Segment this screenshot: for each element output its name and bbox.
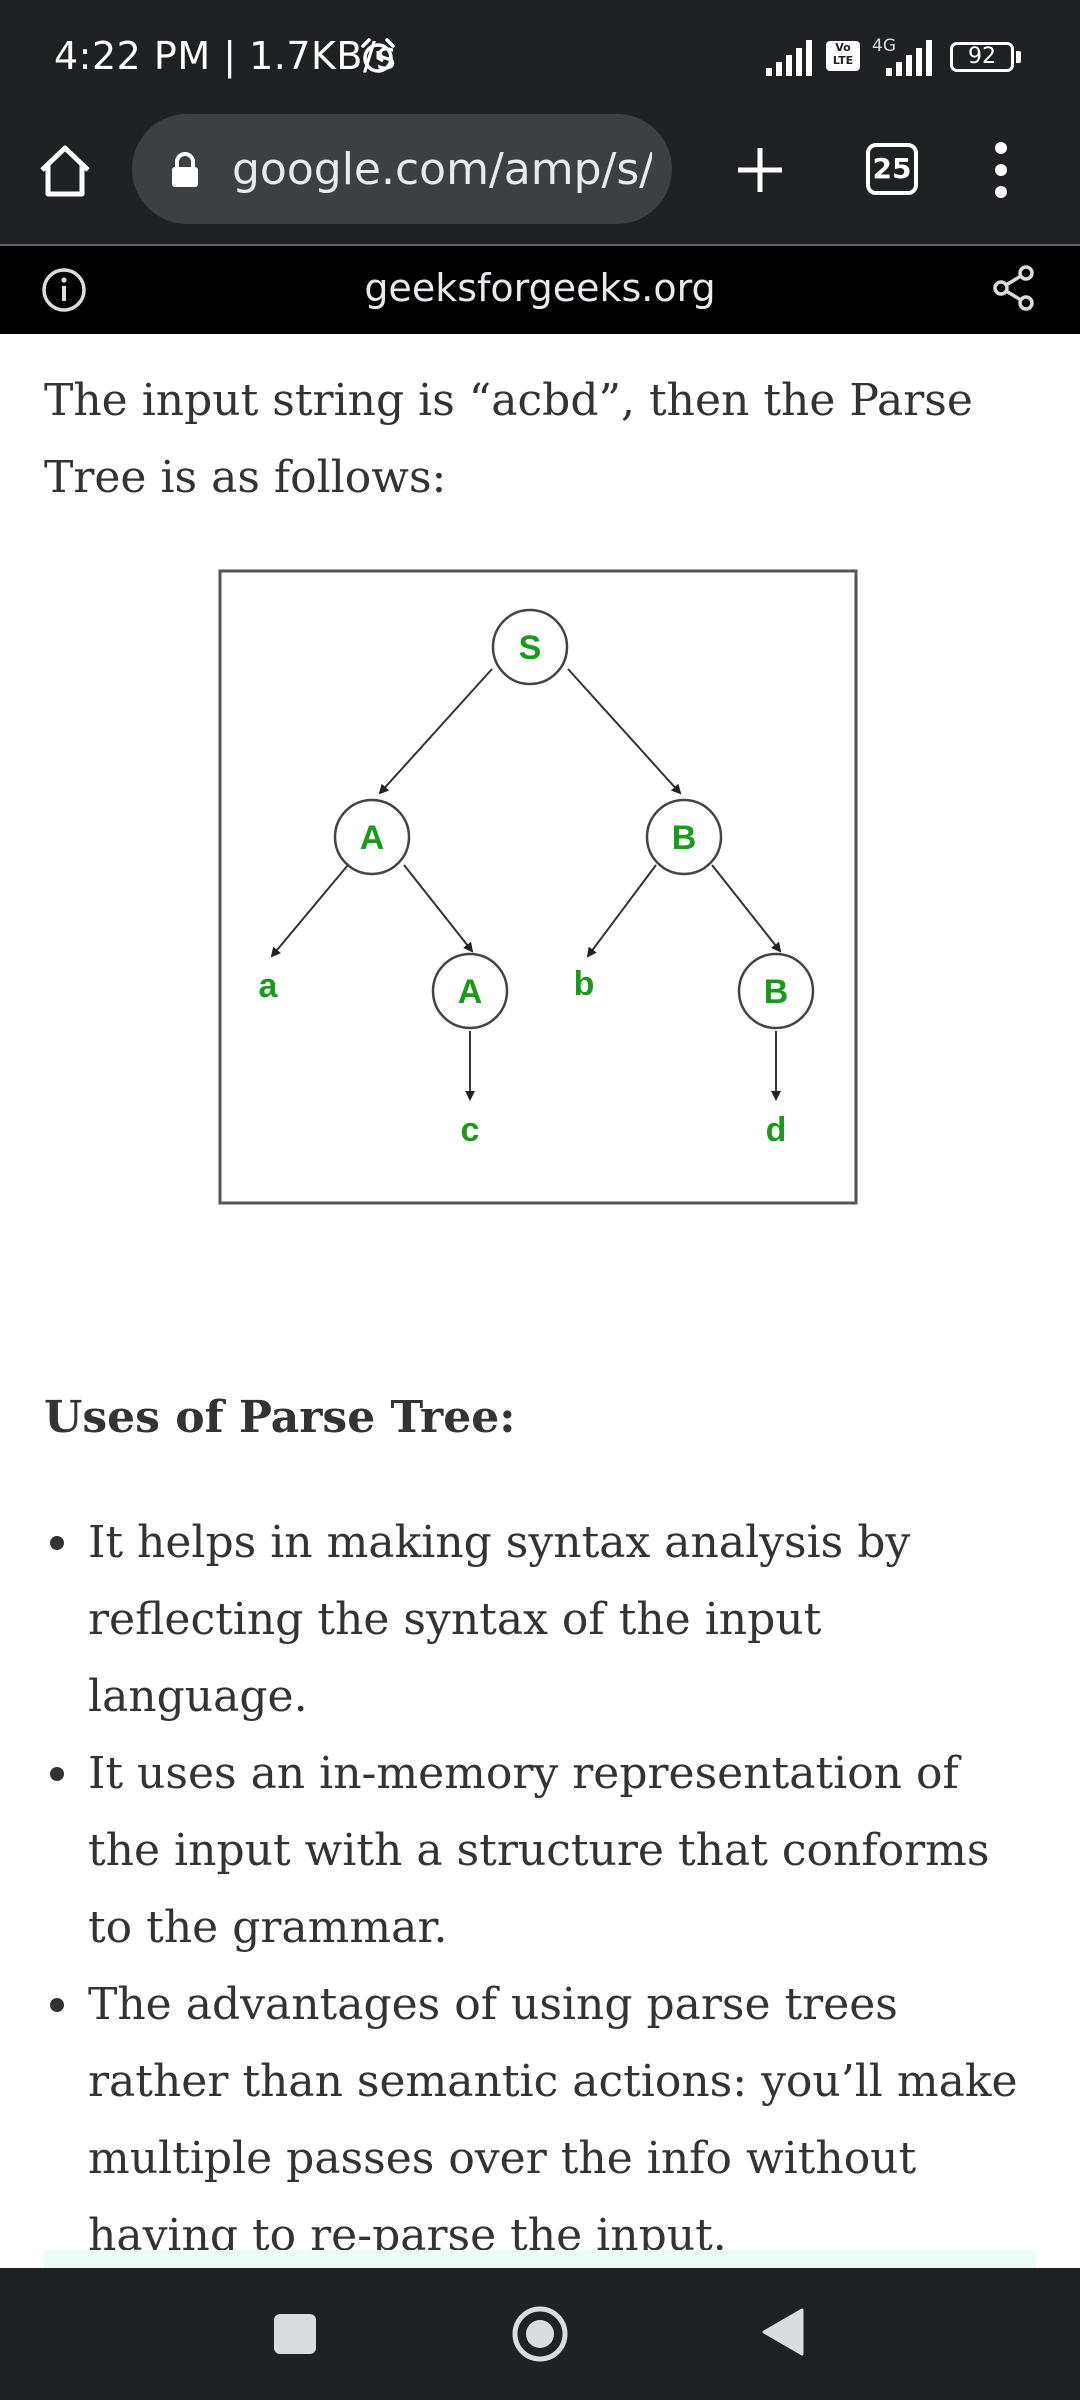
list-item-text: It uses an in-memory representation of t… <box>88 1748 990 1953</box>
bullet-icon <box>50 1536 64 1550</box>
network-type: 4G <box>872 36 896 56</box>
plus-icon[interactable] <box>732 142 788 198</box>
list-item: It helps in making syntax analysis by re… <box>44 1504 1044 1735</box>
amp-domain: geeksforgeeks.org <box>364 266 716 310</box>
tree-node-a2: A <box>431 952 509 1030</box>
tree-node-a1: A <box>333 798 411 876</box>
tree-edge <box>567 668 682 795</box>
tree-edge <box>586 864 657 958</box>
next-section-strip <box>44 2250 1036 2268</box>
bullet-icon <box>50 1998 64 2012</box>
url-bar[interactable]: google.com/amp/s/w <box>132 114 672 224</box>
battery-tip <box>1016 51 1021 63</box>
amp-header: geeksforgeeks.org <box>0 246 1080 334</box>
tree-leaf-a: a <box>259 967 279 1005</box>
section-heading: Uses of Parse Tree: <box>44 1392 516 1443</box>
more-vert-icon[interactable] <box>986 138 1016 202</box>
lock-icon <box>172 152 198 187</box>
tree-node-label: A <box>458 973 483 1011</box>
volte-badge: Vo LTE <box>826 41 860 71</box>
tree-edge <box>378 668 493 795</box>
tree-node-label: B <box>672 819 697 857</box>
recent-apps-icon[interactable] <box>274 2314 316 2354</box>
back-icon[interactable] <box>760 2306 806 2358</box>
article-content: The input string is “acbd”, then the Par… <box>0 334 1080 2268</box>
list-item: It uses an in-memory representation of t… <box>44 1735 1044 1966</box>
tree-node-label: A <box>360 819 385 857</box>
intro-paragraph: The input string is “acbd”, then the Par… <box>44 375 973 503</box>
tree-node-s: S <box>491 608 569 686</box>
tree-leaf-b: b <box>574 965 595 1003</box>
tree-node-label: B <box>764 973 789 1011</box>
tree-node-b1: B <box>645 798 723 876</box>
tree-leaf-d: d <box>766 1111 787 1149</box>
status-time: 4:22 PM | 1.7KB/s <box>54 34 397 78</box>
status-bar: 4:22 PM | 1.7KB/s Vo LTE 4G 92 <box>0 0 1080 112</box>
parse-tree-figure: S A B a A b B c d <box>218 569 858 1205</box>
battery-icon: 92 <box>950 42 1014 72</box>
list-item-text: It helps in making syntax analysis by re… <box>88 1517 911 1722</box>
list-item-text: The advantages of using parse trees rath… <box>88 1979 1018 2261</box>
signal-icon <box>886 40 932 76</box>
bullet-icon <box>50 1767 64 1781</box>
tab-switcher-button[interactable]: 25 <box>866 143 918 195</box>
home-icon[interactable] <box>34 140 96 202</box>
tree-edge <box>270 864 349 958</box>
tree-node-label: S <box>519 629 542 667</box>
alarm-icon <box>361 38 395 73</box>
system-nav-bar <box>0 2268 1080 2400</box>
list-item: The advantages of using parse trees rath… <box>44 1966 1044 2274</box>
share-icon[interactable] <box>990 264 1038 312</box>
url-text[interactable]: google.com/amp/s/w <box>232 144 652 194</box>
uses-list: It helps in making syntax analysis by re… <box>44 1504 1044 2274</box>
home-circle-icon[interactable] <box>510 2304 570 2364</box>
tree-leaf-c: c <box>461 1111 480 1149</box>
tree-edge <box>403 864 474 953</box>
browser-toolbar: google.com/amp/s/w 25 <box>0 112 1080 246</box>
signal-icon <box>766 40 812 76</box>
info-icon[interactable] <box>40 266 88 314</box>
tree-edge <box>711 864 782 953</box>
tree-node-b2: B <box>737 952 815 1030</box>
